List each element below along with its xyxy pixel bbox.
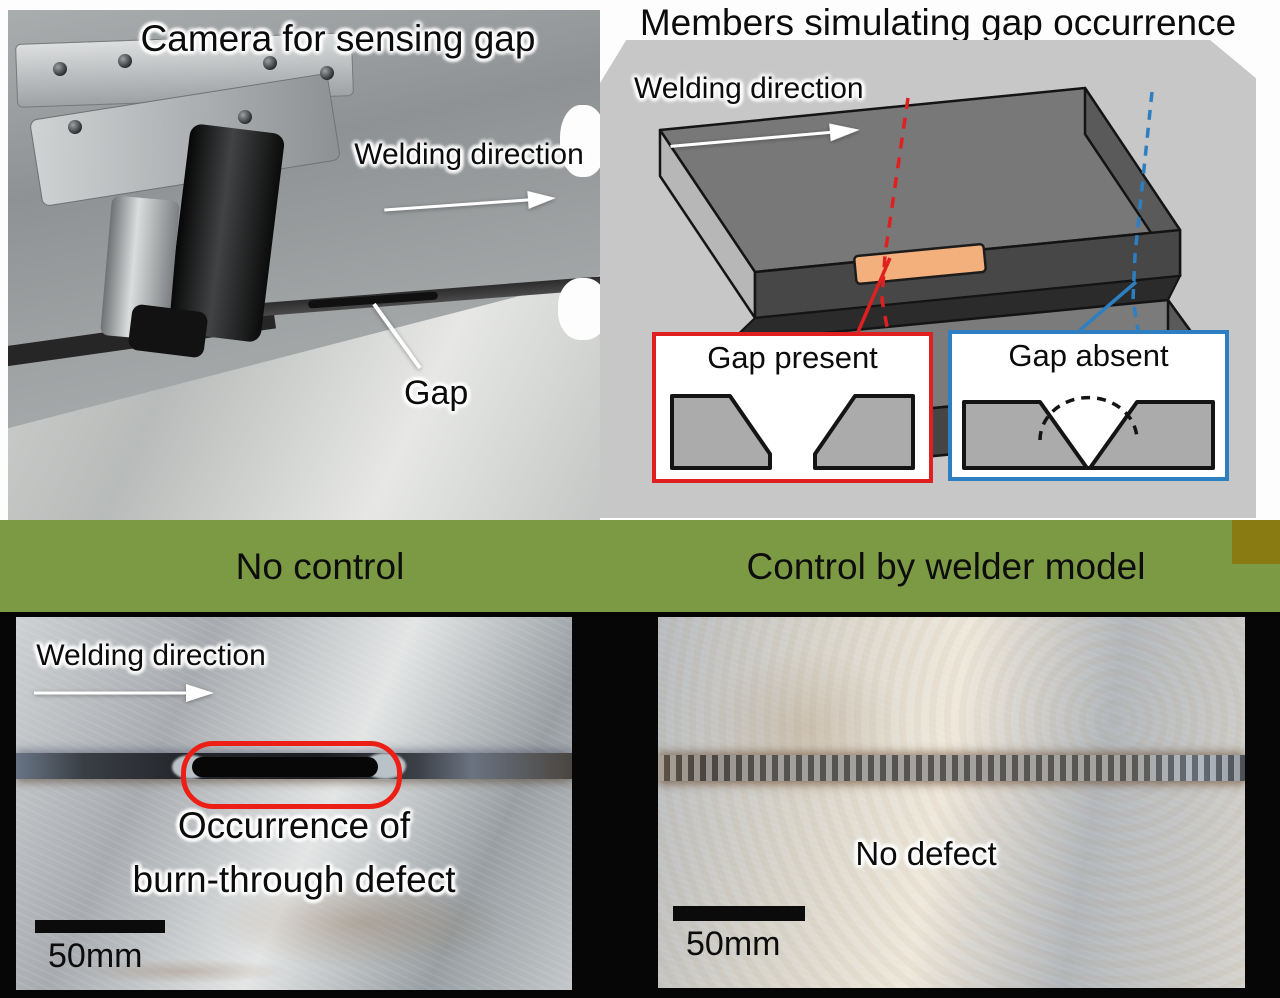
- welding-direction-arrow-icon: [34, 684, 214, 702]
- welding-direction-label: Welding direction: [354, 138, 584, 171]
- screw-icon: [263, 56, 277, 70]
- screw-icon: [53, 62, 67, 76]
- camera-photo-panel: Camera for sensing gap Welding direction…: [8, 10, 600, 520]
- defect-highlight-oval: [181, 741, 402, 809]
- welding-direction-arrow-icon: [384, 190, 556, 212]
- photo-edge-notch: [560, 105, 600, 177]
- no-control-header: No control: [235, 546, 405, 587]
- screw-icon: [320, 66, 334, 80]
- photo-edge-notch: [558, 278, 600, 340]
- camera-panel-title: Camera for sensing gap: [140, 18, 536, 59]
- scale-label: 50mm: [48, 937, 143, 975]
- burn-through-hole: [192, 757, 378, 777]
- screw-icon: [238, 110, 252, 124]
- gap-present-callout: Gap present: [652, 332, 933, 483]
- gap-shim: [853, 242, 987, 286]
- no-control-weld-photo: Welding direction Occurrence of burn-thr…: [16, 617, 572, 990]
- weld-seam: [658, 755, 1245, 781]
- gap-present-section-line: [856, 97, 910, 333]
- gap-present-cross-section: [670, 394, 915, 470]
- control-by-welder-model-header: Control by welder model: [746, 546, 1146, 587]
- gap-absent-callout: Gap absent: [948, 330, 1229, 481]
- defect-caption-line2: burn-through defect: [132, 859, 456, 900]
- welding-direction-label: Welding direction: [634, 72, 864, 105]
- gap-present-label: Gap present: [707, 340, 878, 375]
- scale-bar: [35, 920, 165, 933]
- gap-absent-cross-section: [962, 395, 1215, 470]
- camera-lens-tip: [127, 303, 209, 359]
- no-defect-label: No defect: [855, 835, 997, 872]
- upper-slab: [658, 86, 1182, 320]
- members-diagram-panel: Welding direction Gap present Gap absent: [600, 40, 1256, 518]
- welding-direction-arrow-icon: [670, 123, 860, 148]
- gap-pointer-line: [372, 302, 422, 370]
- banner-corner-square: [1232, 520, 1280, 564]
- screw-icon: [68, 120, 82, 134]
- control-weld-photo: No defect 50mm: [658, 617, 1245, 988]
- gap-absent-section-line: [1078, 91, 1154, 332]
- scale-bar: [673, 906, 805, 921]
- gap-label: Gap: [404, 374, 469, 412]
- screw-icon: [118, 54, 132, 68]
- comparison-banner: No control Control by welder model: [0, 520, 1280, 612]
- scale-label: 50mm: [686, 925, 781, 963]
- gap-absent-label: Gap absent: [1008, 338, 1169, 373]
- members-panel-title: Members simulating gap occurrence: [639, 2, 1237, 43]
- groove-angle-arc: [1038, 395, 1139, 441]
- welding-direction-label: Welding direction: [36, 639, 266, 672]
- defect-caption-line1: Occurrence of: [177, 805, 411, 846]
